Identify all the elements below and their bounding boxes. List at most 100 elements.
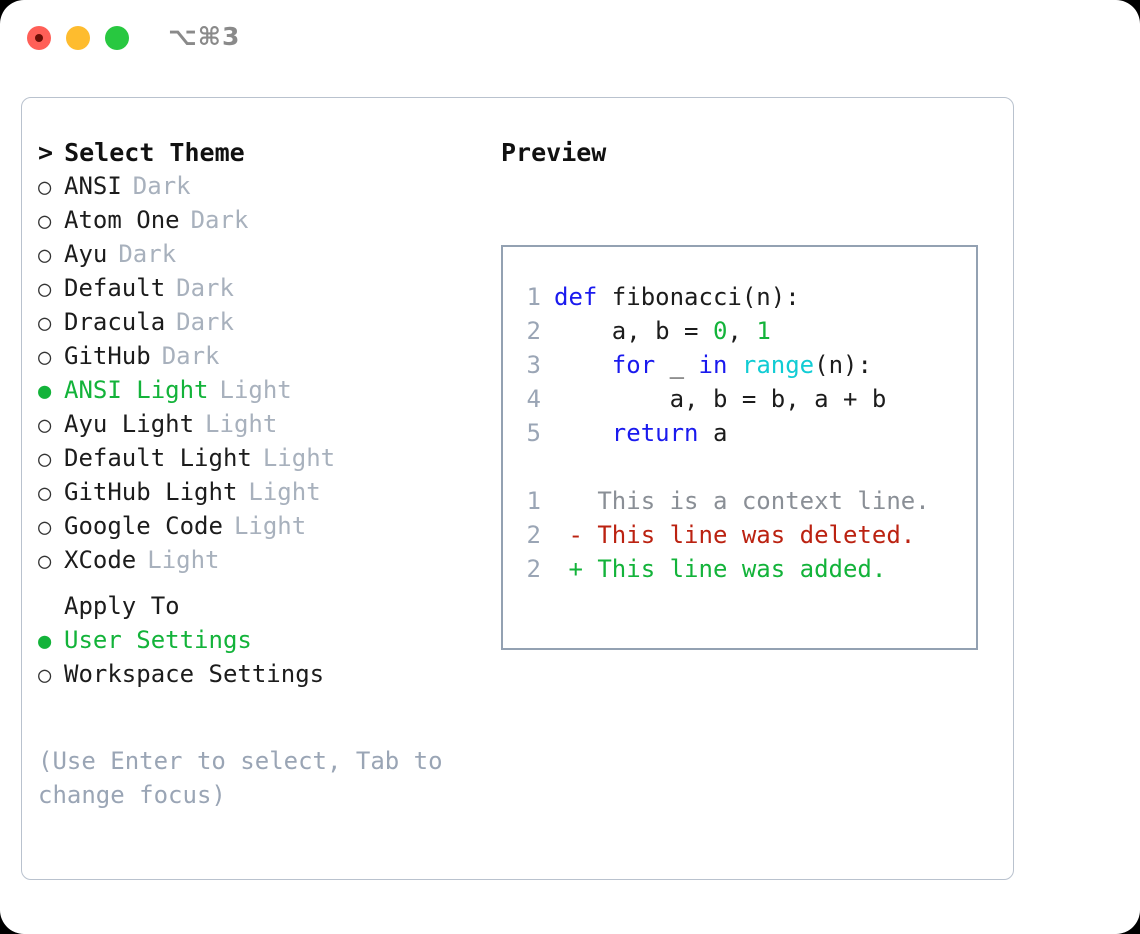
theme-item-name: XCode <box>64 546 137 574</box>
diff-line-text: This is a context line. <box>554 487 930 515</box>
code-token-plain: a, b = b, a + b <box>554 385 887 413</box>
traffic-light-group <box>27 26 129 50</box>
theme-item-kind: Dark <box>161 342 220 370</box>
radio-unselected-icon: ○ <box>38 243 52 268</box>
code-token-plain <box>727 351 741 379</box>
theme-item-kind: Light <box>219 376 292 404</box>
apply-to-option[interactable]: ○ Workspace Settings <box>38 660 478 694</box>
theme-item[interactable]: ○ Google Code Light <box>38 512 478 546</box>
code-line-text: return a <box>554 419 728 447</box>
theme-item[interactable]: ○ Atom One Dark <box>38 206 478 240</box>
radio-unselected-icon: ○ <box>38 345 52 370</box>
theme-item-name: ANSI <box>64 172 122 200</box>
apply-to-group: Apply To ●User Settings ○ Workspace Settin… <box>38 592 478 694</box>
code-token-num: 1 <box>756 317 771 345</box>
diff-line-number: 2 <box>526 555 541 583</box>
code-line-number: 1 <box>526 283 541 311</box>
minimize-window-button[interactable] <box>66 26 90 50</box>
theme-item-name: ANSI Light <box>64 376 209 404</box>
diff-line-del: 2 - This line was deleted. <box>513 521 968 555</box>
code-token-plain: _ <box>655 351 699 379</box>
radio-unselected-icon: ○ <box>38 515 52 540</box>
radio-unselected-icon: ○ <box>38 311 52 336</box>
theme-item[interactable]: ○ GitHub Light Light <box>38 478 478 512</box>
theme-item-name: Default <box>64 274 166 302</box>
code-line: 4 a, b = b, a + b <box>513 385 968 419</box>
radio-unselected-icon: ○ <box>38 413 52 438</box>
theme-item[interactable]: ○ Default Dark <box>38 274 478 308</box>
code-line-text: a, b = 0, 1 <box>554 317 771 345</box>
theme-item[interactable]: ○ ANSI Dark <box>38 172 478 206</box>
code-line: 2 a, b = 0, 1 <box>513 317 968 351</box>
radio-unselected-icon: ○ <box>38 175 52 200</box>
code-token-num: 0 <box>712 317 728 345</box>
theme-item-kind: Dark <box>190 206 249 234</box>
theme-item-name: Default Light <box>64 444 252 472</box>
radio-unselected-icon: ○ <box>38 209 52 234</box>
code-line: 5 return a <box>513 419 968 453</box>
close-window-button[interactable] <box>27 26 51 50</box>
theme-item-name: Google Code <box>64 512 223 540</box>
code-token-plain: a, b = <box>554 317 713 345</box>
diff-line-context: 1 This is a context line. <box>513 487 968 521</box>
select-theme-title: Select Theme <box>64 138 245 167</box>
caret-icon: > <box>38 138 54 167</box>
apply-to-list: ●User Settings ○ Workspace Settings <box>38 626 478 694</box>
theme-item-name: Atom One <box>64 206 180 234</box>
theme-item-kind: Light <box>147 546 220 574</box>
theme-item-kind: Light <box>233 512 307 540</box>
code-token-plain <box>554 351 612 379</box>
diff-sample: 1 This is a context line.2 - This line w… <box>513 487 968 589</box>
theme-item-kind: Dark <box>176 308 234 336</box>
radio-unselected-icon: ○ <box>38 447 52 472</box>
theme-item[interactable]: ○ Default Light Light <box>38 444 478 478</box>
code-line-number: 5 <box>526 419 541 447</box>
theme-item-name: GitHub Light <box>64 478 238 506</box>
code-token-fn: range <box>741 351 815 379</box>
code-line-number: 2 <box>526 317 541 345</box>
window-shortcut-label: ⌥⌘3 <box>168 22 241 51</box>
preview-title: Preview <box>501 138 607 167</box>
code-token-plain: , <box>727 317 757 345</box>
apply-to-header: Apply To <box>64 592 180 620</box>
code-token-kw: return <box>611 419 699 447</box>
theme-item[interactable]: ○ XCode Light <box>38 546 478 580</box>
radio-unselected-icon: ○ <box>38 663 52 688</box>
diff-line-number: 2 <box>526 521 541 549</box>
code-line: 3 for _ in range(n): <box>513 351 968 385</box>
diff-line-text: + This line was added. <box>554 555 887 583</box>
radio-unselected-icon: ○ <box>38 277 52 302</box>
apply-to-option[interactable]: ●User Settings <box>38 626 478 660</box>
theme-item-kind: Dark <box>132 172 191 200</box>
title-bar: ⌥⌘3 <box>0 0 1140 78</box>
theme-item-kind: Dark <box>176 274 234 302</box>
theme-item-name: Ayu <box>64 240 108 268</box>
theme-item-kind: Light <box>248 478 321 506</box>
code-token-plain: fibonacci(n): <box>597 283 800 311</box>
radio-unselected-icon: ○ <box>38 549 52 574</box>
radio-unselected-icon: ○ <box>38 481 52 506</box>
theme-item-kind: Light <box>262 444 336 472</box>
diff-line-number: 1 <box>526 487 541 515</box>
apply-to-option-label: Workspace Settings <box>64 660 325 688</box>
code-line-text: for _ in range(n): <box>554 351 872 379</box>
diff-line-text: - This line was deleted. <box>554 521 916 549</box>
zoom-window-button[interactable] <box>105 26 129 50</box>
code-line-number: 3 <box>526 351 541 379</box>
select-theme-header: > Select Theme <box>38 138 478 172</box>
apply-to-option-label: User Settings <box>64 626 252 654</box>
code-token-plain <box>554 419 612 447</box>
code-line-text: a, b = b, a + b <box>554 385 887 413</box>
keyboard-hint-text: (Use Enter to select, Tab to change focu… <box>38 747 443 809</box>
theme-item-name: Ayu Light <box>64 410 195 438</box>
